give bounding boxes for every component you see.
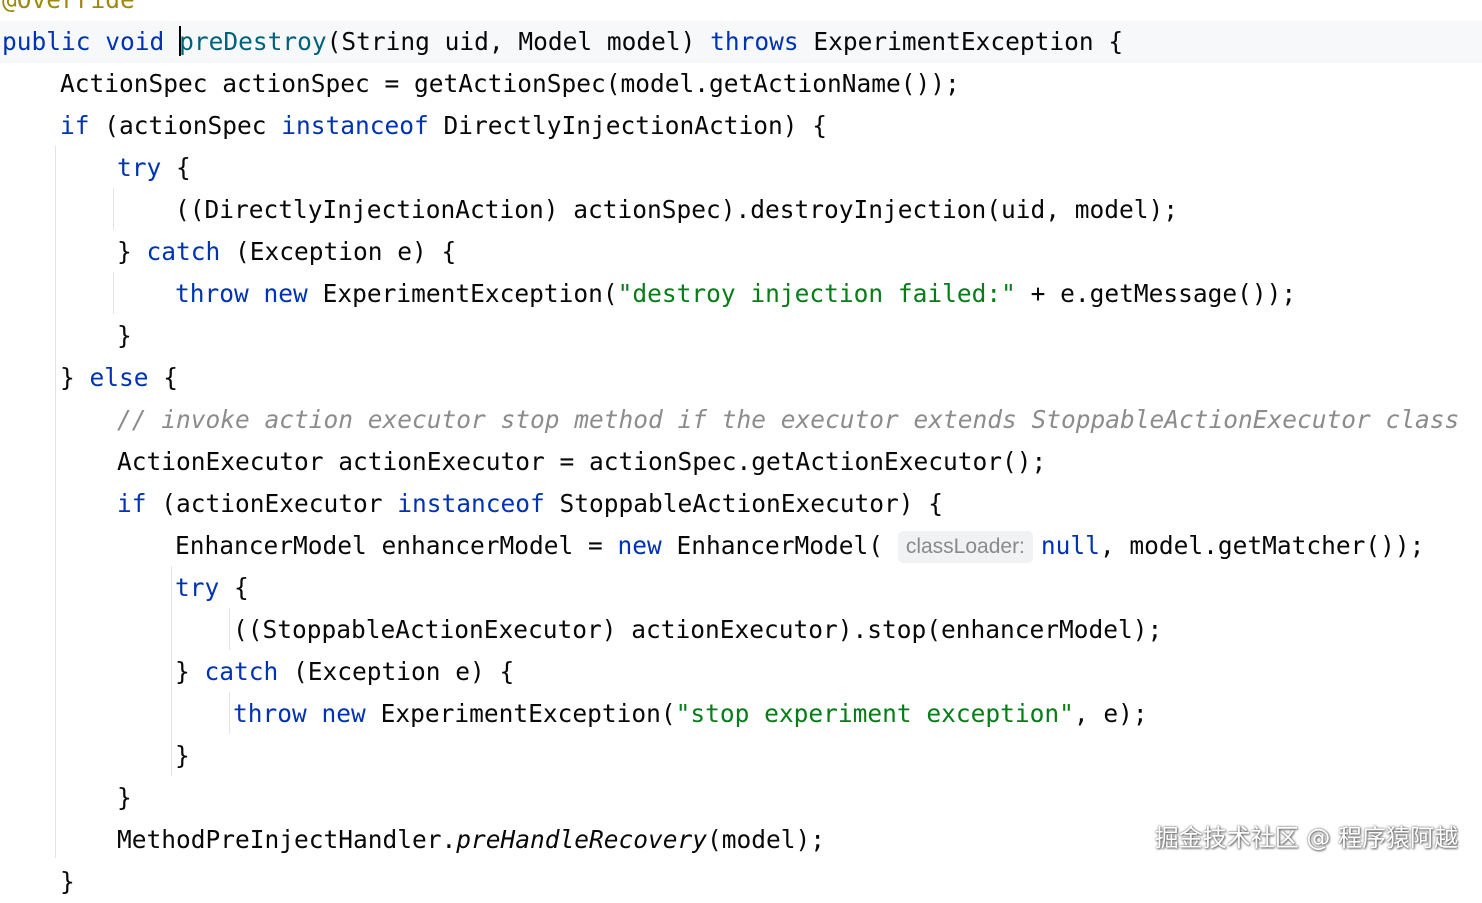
code-line[interactable]: MethodPreInjectHandler.preHandleRecovery… — [117, 825, 826, 854]
string-literal: "destroy injection failed:" — [617, 279, 1016, 308]
code-line[interactable]: ((StoppableActionExecutor) actionExecuto… — [233, 615, 1163, 644]
code-line[interactable]: throw new ExperimentException("stop expe… — [233, 699, 1148, 728]
code-line[interactable]: } — [117, 783, 132, 812]
parameter-hint: classLoader: — [897, 531, 1033, 563]
code-line-comment[interactable]: // invoke action executor stop method if… — [117, 399, 1459, 441]
code-line[interactable]: ActionExecutor actionExecutor = actionSp… — [117, 447, 1047, 476]
indent-guide — [55, 146, 56, 858]
indent-guide — [229, 692, 230, 734]
override-annotation: @Override — [2, 0, 135, 14]
indent-guide — [113, 272, 114, 314]
watermark: 掘金技术社区 @ 程序猿阿越 — [1154, 824, 1458, 852]
indent-guide — [229, 608, 230, 650]
code-line[interactable]: if (actionSpec instanceof DirectlyInject… — [60, 111, 828, 140]
code-line[interactable]: try { — [175, 573, 249, 602]
code-line[interactable]: } catch (Exception e) { — [175, 657, 515, 686]
code-line[interactable]: ActionSpec actionSpec = getActionSpec(mo… — [60, 69, 960, 98]
code-line[interactable]: if (actionExecutor instanceof StoppableA… — [117, 489, 944, 518]
code-line-method-signature[interactable]: public void preDestroy(String uid, Model… — [0, 21, 1482, 63]
text-caret — [179, 26, 182, 56]
code-line[interactable]: } catch (Exception e) { — [117, 237, 457, 266]
code-line[interactable]: } — [117, 321, 132, 350]
indent-guide — [171, 566, 172, 776]
code-line[interactable]: } — [60, 867, 75, 896]
code-line[interactable]: } else { — [60, 363, 179, 392]
code-comment: // invoke action executor stop method if… — [117, 405, 1460, 434]
code-line[interactable]: EnhancerModel enhancerModel = new Enhanc… — [175, 525, 1424, 567]
code-line[interactable]: ((DirectlyInjectionAction) actionSpec).d… — [175, 195, 1179, 224]
code-line[interactable]: throw new ExperimentException("destroy i… — [175, 279, 1297, 308]
code-line-annotation[interactable]: @Override — [2, 0, 135, 21]
code-line[interactable]: try { — [117, 153, 191, 182]
indent-guide — [113, 188, 114, 230]
code-line[interactable]: } — [175, 741, 190, 770]
method-name[interactable]: preDestroy — [179, 27, 327, 56]
string-literal: "stop experiment exception" — [675, 699, 1074, 728]
static-method-call: preHandleRecovery — [456, 825, 708, 854]
